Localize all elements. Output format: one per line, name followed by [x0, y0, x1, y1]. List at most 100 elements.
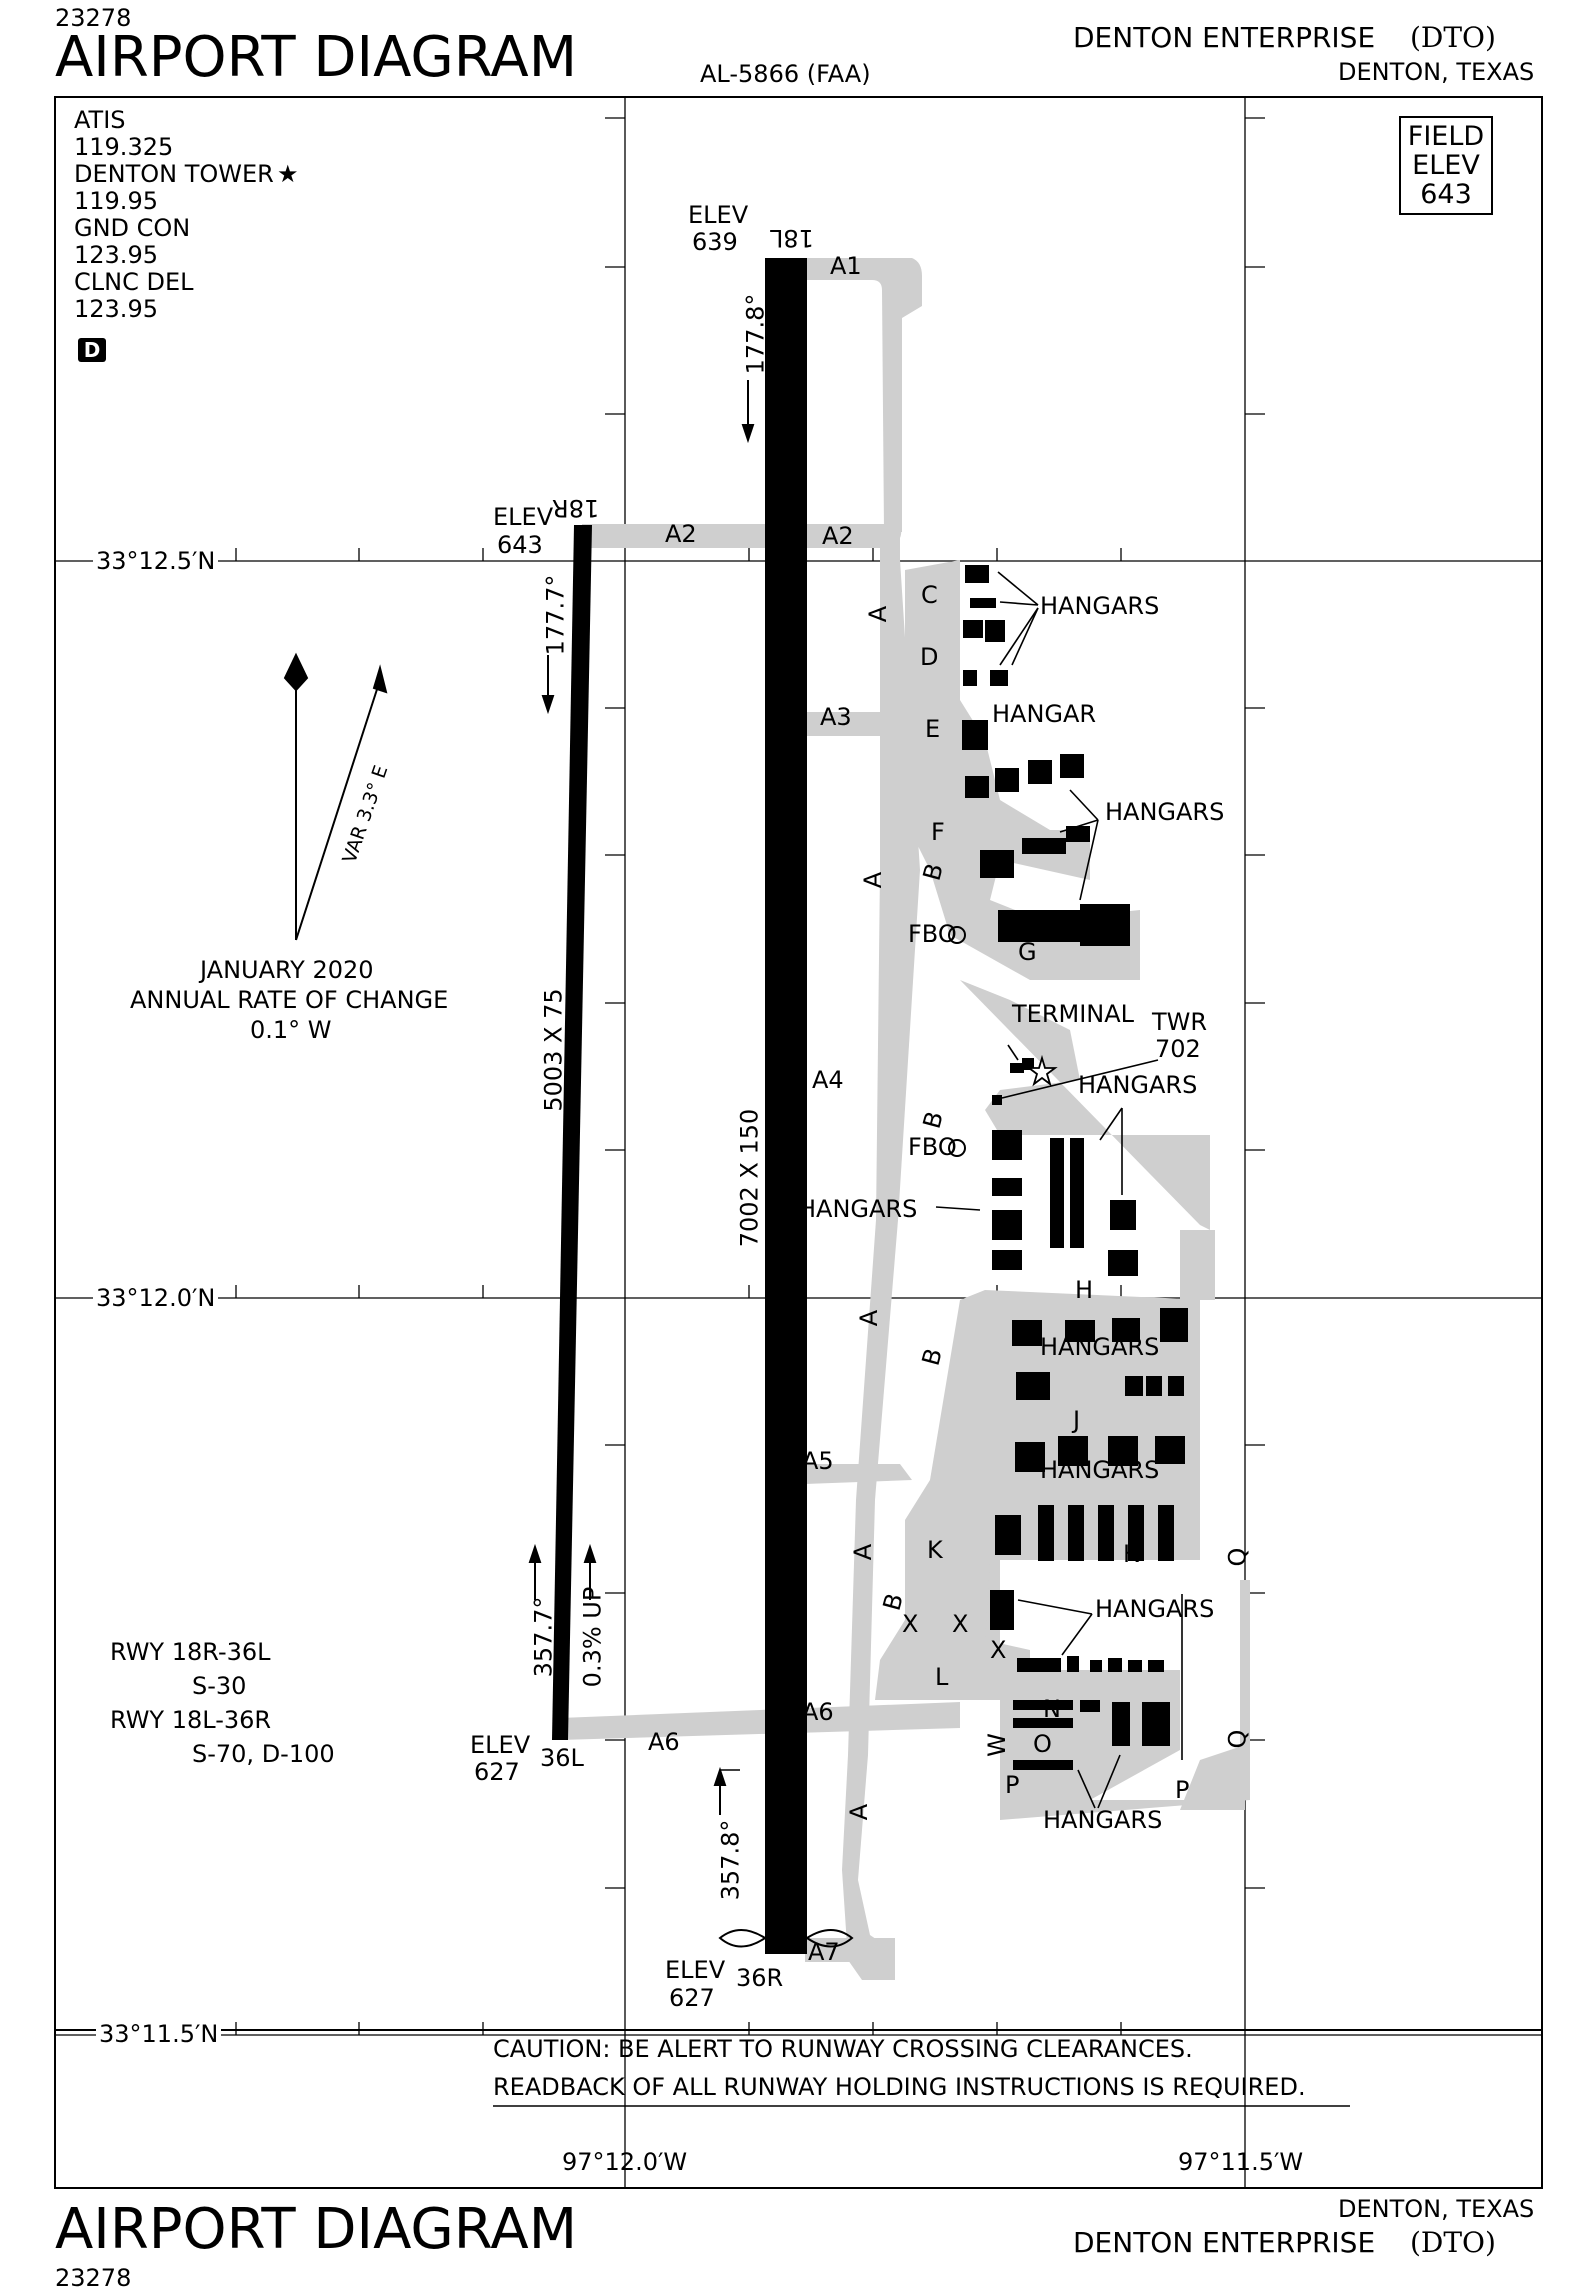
dims-west: 5003 X 75 — [539, 988, 568, 1112]
hdg-177-8: 177.8° — [741, 293, 770, 375]
hdg-357-7: 357.7° — [529, 1596, 558, 1678]
gnd-label: GND CON — [74, 214, 191, 242]
chart-number-bottom: 23278 — [55, 2264, 132, 2292]
twy-e: E — [925, 715, 941, 743]
strength-rwy1-value: S-30 — [192, 1672, 247, 1700]
airport-name-bottom: DENTON ENTERPRISE — [1073, 2226, 1376, 2259]
dims-east: 7002 X 150 — [735, 1108, 764, 1248]
strength-rwy2: RWY 18L-36R — [110, 1706, 272, 1734]
hangars-label-2: HANGARS — [1105, 798, 1225, 826]
twy-a-4: A — [849, 1543, 878, 1561]
rwy-18l-label: 18L — [770, 224, 814, 252]
caution-line-1: CAUTION: BE ALERT TO RUNWAY CROSSING CLE… — [493, 2035, 1193, 2063]
twy-a1: A1 — [830, 252, 862, 280]
lat-3: 33°11.5′N — [96, 2022, 222, 2046]
twy-a5: A5 — [802, 1447, 834, 1475]
north-arrow — [283, 652, 388, 941]
taxiway-q — [1240, 1580, 1250, 1760]
atis-freq: 119.325 — [74, 133, 174, 161]
runway-18r-36l — [552, 525, 592, 1740]
twy-o: O — [1033, 1730, 1052, 1758]
twy-x-3: X — [990, 1636, 1007, 1664]
taxiway-a — [842, 530, 920, 1980]
airport-id-top: (DTO) — [1410, 21, 1496, 54]
twy-a-1: A — [864, 605, 893, 623]
twy-h: H — [1075, 1276, 1094, 1304]
hangars-label-5: HANGARS — [1040, 1333, 1160, 1361]
lat-2: 33°12.0′N — [93, 1286, 219, 1310]
al-number: AL-5866 (FAA) — [700, 60, 871, 88]
twy-a4: A4 — [812, 1066, 844, 1094]
atis-label: ATIS — [74, 106, 126, 134]
lon-1: 97°12.0′W — [562, 2148, 688, 2176]
field-elev-line1: FIELD — [1407, 121, 1485, 152]
twr-value: 702 — [1155, 1035, 1201, 1063]
twy-w: W — [982, 1733, 1011, 1757]
apron-tail — [1180, 1230, 1215, 1300]
twy-j: J — [1073, 1406, 1081, 1434]
grid-lines — [55, 97, 1542, 2188]
leader-lines — [720, 571, 1183, 1809]
hdg-357-8: 357.8° — [716, 1819, 745, 1901]
hangars-label-4: HANGARS — [798, 1195, 918, 1223]
taxiway-a7 — [805, 1938, 895, 1962]
clnc-label: CLNC DEL — [74, 268, 194, 296]
hangars-label-7: HANGARS — [1095, 1595, 1215, 1623]
twy-a-2: A — [859, 871, 888, 889]
mag-rate-label: ANNUAL RATE OF CHANGE — [130, 986, 449, 1014]
twy-g: G — [1018, 938, 1037, 966]
twr-label: TWR — [1152, 1008, 1208, 1036]
mag-rate-value: 0.1° W — [250, 1016, 332, 1044]
city-state-top: DENTON, TEXAS — [1338, 58, 1535, 86]
twy-a6-east: A6 — [802, 1698, 834, 1726]
tower-star-icon: ★ — [277, 160, 299, 188]
twy-c: C — [921, 581, 938, 609]
caution-line-2: READBACK OF ALL RUNWAY HOLDING INSTRUCTI… — [493, 2073, 1306, 2101]
twy-x-2: X — [952, 1610, 969, 1638]
apron-north — [905, 560, 1140, 980]
gnd-freq: 123.95 — [74, 241, 158, 269]
mag-date: JANUARY 2020 — [200, 956, 374, 984]
twy-p-east: P — [1175, 1776, 1190, 1804]
rwy-36l-label: 36L — [540, 1744, 584, 1772]
threshold-36r-symbols — [718, 1929, 854, 1948]
slope-label: 0.3% UP — [578, 1586, 607, 1688]
grid-ticks — [235, 117, 1265, 2035]
twy-n: N — [1043, 1695, 1061, 1723]
twy-a3: A3 — [820, 703, 852, 731]
hdg-177-7: 177.7° — [541, 574, 570, 656]
airport-id-bottom: (DTO) — [1410, 2226, 1496, 2259]
d-atis-icon: D — [78, 338, 106, 362]
twy-a-5: A — [845, 1803, 874, 1821]
rwy-36r-label: 36R — [736, 1964, 784, 1992]
field-elev-box: FIELD ELEV 643 — [1399, 116, 1493, 215]
rwy-18r-label: 18R — [552, 494, 600, 522]
chart-title-top: AIRPORT DIAGRAM — [55, 25, 578, 90]
twy-p-west: P — [1005, 1771, 1020, 1799]
fbo-circle-1 — [948, 926, 966, 944]
apron-southeast — [1180, 1745, 1245, 1810]
elev-36r-value: 627 — [669, 1984, 715, 2012]
twy-a2-west: A2 — [665, 520, 697, 548]
chart-title-bottom: AIRPORT DIAGRAM — [55, 2197, 578, 2262]
elev-18l-label: ELEV — [688, 201, 749, 229]
runway-18l-36r — [765, 258, 807, 1954]
twy-a-3: A — [855, 1309, 884, 1327]
twy-k-west: K — [927, 1536, 943, 1564]
tower-freq: 119.95 — [74, 187, 158, 215]
terminal-label: TERMINAL — [1012, 1000, 1135, 1028]
twy-x-1: X — [902, 1610, 919, 1638]
twy-f: F — [931, 818, 945, 846]
twy-a2-east: A2 — [822, 522, 854, 550]
hangars-label-6: HANGARS — [1040, 1456, 1160, 1484]
chart-number-top: 23278 — [55, 4, 132, 32]
taxiway-a5 — [805, 1464, 912, 1484]
hangars-label-8: HANGARS — [1043, 1806, 1163, 1834]
city-state-bottom: DENTON, TEXAS — [1338, 2195, 1535, 2223]
twy-l: L — [935, 1663, 949, 1691]
twr-star — [1026, 1054, 1058, 1087]
airport-name-top: DENTON ENTERPRISE — [1073, 21, 1376, 54]
strength-rwy1: RWY 18R-36L — [110, 1638, 271, 1666]
elev-36l-value: 627 — [474, 1758, 520, 1786]
taxiway-a1 — [805, 258, 922, 532]
